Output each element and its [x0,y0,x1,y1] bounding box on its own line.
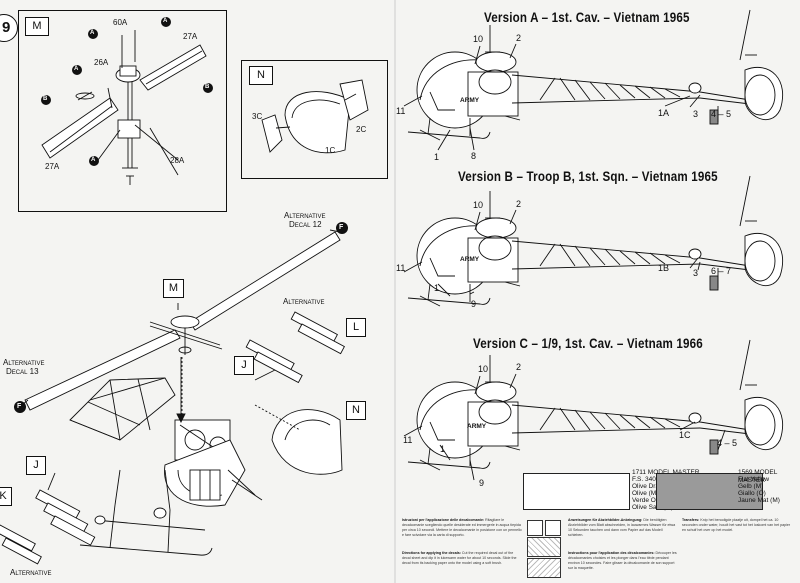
instructions-english: Directions for applying the decals: Cut … [402,551,522,581]
version-b-callout-1b: 1B [658,263,670,273]
instructions-dutch: Transfers: Knip het benodigde plaatje ui… [682,518,794,558]
color-2-line-1: 1569 MODEL MASTER [738,469,778,484]
instructions-italian-body: Ritagliare le decalcomanie scegliendo qu… [402,518,522,537]
decal-illustration-press [527,558,561,578]
sub-assembly-box-m [18,10,227,212]
version-a-callout-1: 1 [434,152,440,162]
instructions-german: Anweisungen für Abziehbilder-Anbringung:… [568,518,678,548]
version-c-callout-2: 2 [516,362,522,372]
instructions-italian-title: Istruzioni per l'applicazione delle deca… [402,518,485,522]
box-label-n: N [249,66,273,85]
instructions-italian: Istruzioni per l'applicazione delle deca… [402,518,522,548]
version-a-title: Version A – 1st. Cav. – Vietnam 1965 [484,10,690,25]
version-a-decal: ARMY [460,97,480,104]
version-b-callout-10: 10 [473,200,484,210]
instructions-french-title: Instructions pour l'application des déca… [568,551,655,555]
part-label-2c: 2C [356,125,367,134]
marker-b-2: B [205,84,210,90]
part-label-1c: 1C [325,146,336,155]
box-label-m: M [25,17,49,36]
instructions-dutch-body: Knip het benodigde plaatje uit, dompel h… [682,518,791,532]
version-b-callout-1: 1 [434,283,440,293]
version-a-callout-10: 10 [473,34,484,44]
version-a-callout-8: 8 [471,151,477,161]
version-b-title: Version B – Troop B, 1st. Sqn. – Vietnam… [458,169,718,184]
version-c-callout-1c: 1C [679,430,691,440]
color-1-line-1: 1711 MODEL MASTER [632,469,700,476]
version-c-callout-10: 10 [478,364,489,374]
decal-illustration-water [527,520,543,536]
version-b-callout-2: 2 [516,199,522,209]
instructions-french-body: Découper les décalcomanies choisies et l… [568,551,677,570]
part-label-3c: 3C [252,112,263,121]
version-a-callout-3: 3 [693,109,699,119]
alt-decal-12-line1: Alternative [284,211,326,220]
version-a-callout-1a: 1A [658,108,670,118]
color-1-line-3: Olive Drab [632,483,663,490]
decal-illustration-slide [545,520,561,536]
color-2-line-2: Flat Yellow [738,476,770,483]
color-swatch-olive-drab [523,473,630,510]
decal-illustration-brush [527,537,561,557]
version-b-decal: ARMY [460,256,480,263]
color-2-line-5: Jaune Mat (M) [738,497,780,504]
color-1-line-4: Olive (M) [632,490,659,497]
color-2-line-4: Giallo (O) [738,490,766,497]
callout-l: L [346,318,366,337]
instructions-english-title: Directions for applying the decals: [402,551,461,555]
version-a-callout-2: 2 [516,33,522,43]
instructions-english-body: Cut the required decal out of the decal … [402,551,517,565]
marker-b-1: B [43,96,48,102]
instructions-german-body: Die benötigten Abziehbilder vom Blatt ab… [568,518,676,537]
part-label-27a-bottom: 27A [45,162,60,171]
color-swatch-flat-yellow-legend [656,473,763,510]
color-1-line-6: Olive Sale (M) [632,504,674,511]
callout-m: M [163,279,184,298]
part-label-60a: 60A [113,18,128,27]
color-2-line-3: Gelb (M) [738,483,764,490]
version-b-callout-3: 3 [693,268,699,278]
part-label-26a: 26A [94,58,109,67]
version-b-callout-9: 9 [471,299,477,309]
version-b-callout-6-7: 6 – 7 [711,266,732,276]
version-b-callout-11: 11 [396,263,406,273]
part-label-27a-top: 27A [183,32,198,41]
marker-a-2: A [163,18,168,24]
callout-j-bottom: J [26,456,46,475]
alternative-label-bottom: Alternative [10,568,52,577]
instructions-dutch-title: Transfers: [682,518,700,522]
marker-a-3: A [74,66,79,72]
instructions-german-title: Anweisungen für Abziehbilder-Anbringung: [568,518,643,522]
marker-f-top: F [339,224,344,231]
alt-decal-12-line2: Decal 12 [289,220,322,229]
part-label-28a: 28A [170,156,185,165]
alt-decal-13-line2: Decal 13 [6,367,39,376]
callout-k: K [0,487,12,506]
callout-j-top: J [234,356,254,375]
alternative-label-top: Alternative [283,297,325,306]
color-1-line-5: Verde Oliva (O) [632,497,677,504]
version-c-callout-1: 1 [440,444,446,454]
marker-f-bottom: F [17,403,22,410]
version-c-decal: ARMY [467,423,487,430]
version-c-callout-4-5: 4 – 5 [717,438,738,448]
marker-a-4: A [91,157,96,163]
alt-decal-13-line1: Alternative [3,358,45,367]
version-a-callout-4-5: 4 – 5 [711,109,732,119]
callout-n: N [346,401,366,420]
color-1-line-2: F.S. 34087 [632,476,664,483]
version-c-callout-11: 11 [403,435,413,445]
version-a-callout-11: 11 [396,106,406,116]
version-c-callout-9: 9 [479,478,485,488]
version-c-title: Version C – 1/9, 1st. Cav. – Vietnam 196… [473,336,703,351]
step-number: 9 [2,19,11,36]
sub-assembly-box-n [241,60,388,179]
instructions-french: Instructions pour l'application des déca… [568,551,678,581]
marker-a-1: A [90,30,95,36]
